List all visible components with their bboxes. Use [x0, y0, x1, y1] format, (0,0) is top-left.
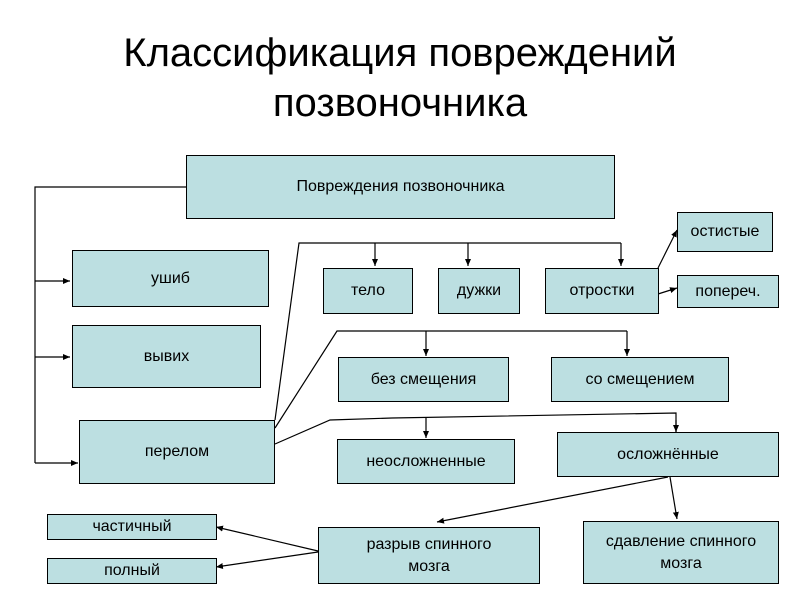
node-no-displacement: без смещения: [338, 357, 509, 402]
node-vertebral-body: тело: [323, 268, 413, 314]
arrow-to-compression: [669, 476, 679, 520]
node-spinous-processes: остистые: [677, 212, 773, 252]
slide-title: Классификация повреждений позвоночника: [123, 31, 677, 125]
node-partial: частичный: [47, 514, 217, 540]
arrow-to-spinous: [657, 229, 678, 269]
arrow-to-partial: [215, 525, 319, 552]
node-processes: отростки: [545, 268, 659, 314]
node-transverse-processes: попереч.: [677, 275, 779, 308]
node-with-displacement: со смещением: [551, 357, 729, 402]
arrow-to-complete: [215, 551, 319, 569]
node-complicated: осложнённые: [557, 432, 779, 477]
line-fracture-displacement-bus: [274, 330, 627, 429]
line-fracture-location-bus: [274, 242, 621, 421]
node-arches: дужки: [438, 268, 520, 314]
line-root-bus: [34, 186, 186, 463]
arrow-to-transverse: [657, 287, 678, 295]
node-fracture: перелом: [79, 420, 275, 484]
node-dislocation: вывих: [72, 325, 261, 388]
node-cord-rupture: разрыв спинного мозга: [318, 527, 540, 584]
node-cord-compression: сдавление спинного мозга: [583, 521, 779, 584]
arrow-to-rupture: [436, 476, 669, 524]
line-fracture-complication-bus: [274, 412, 677, 445]
node-complete: полный: [47, 558, 217, 584]
node-uncomplicated: неосложненные: [337, 439, 515, 484]
node-contusion: ушиб: [72, 250, 269, 307]
node-spinal-injuries: Повреждения позвоночника: [186, 155, 615, 219]
